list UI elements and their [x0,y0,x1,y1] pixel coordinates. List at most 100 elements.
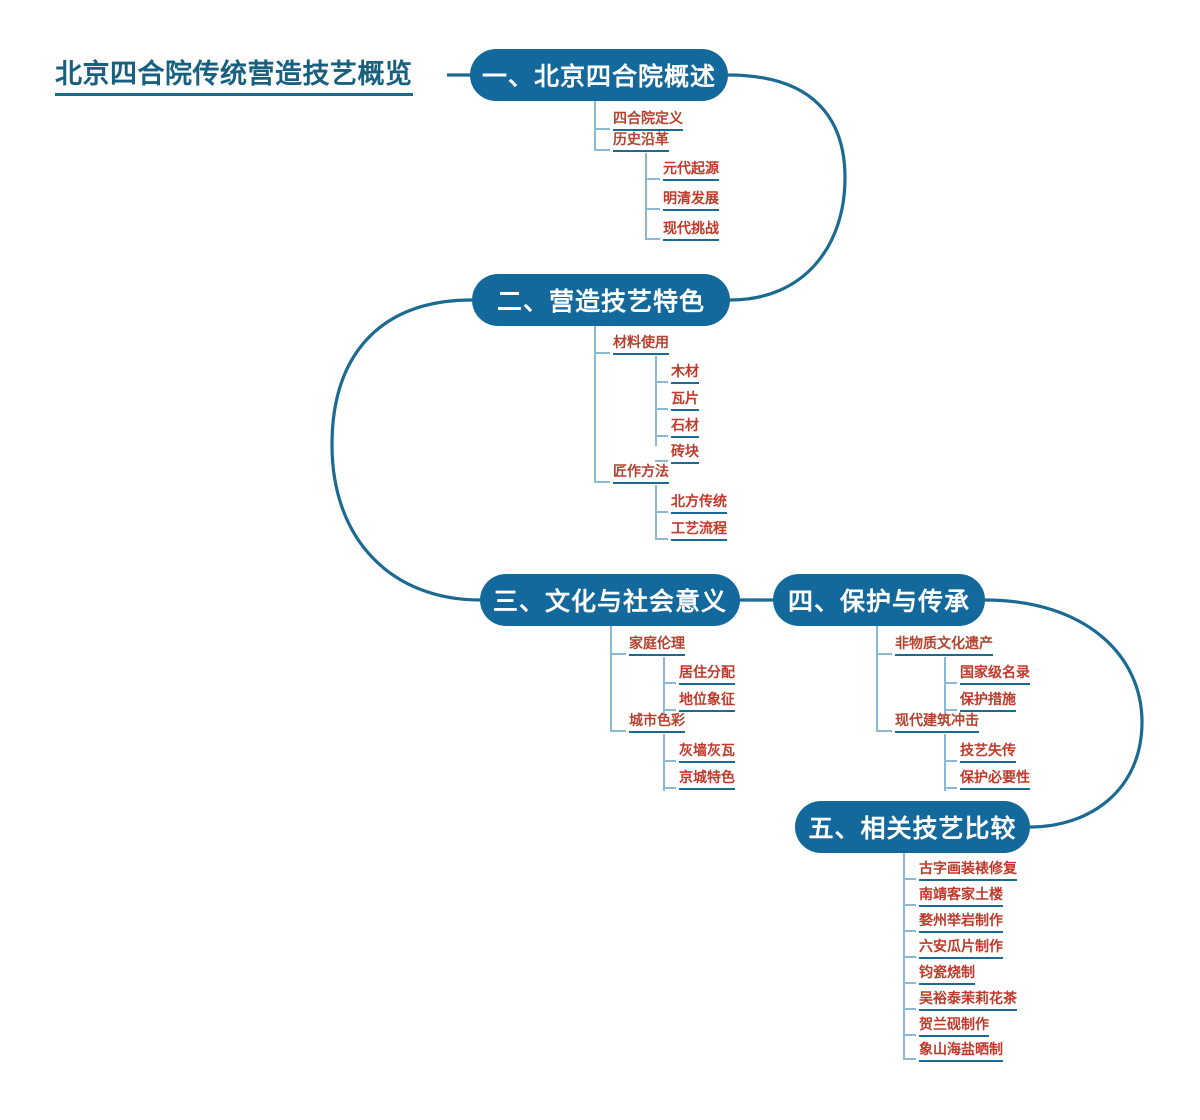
node-灰墙灰瓦[interactable]: 灰墙灰瓦 [676,743,738,765]
elbow-hs-2 [645,208,660,210]
node-underline [613,353,669,355]
node-六安瓜片制作[interactable]: 六安瓜片制作 [916,939,1006,961]
node-北方传统[interactable]: 北方传统 [668,494,730,516]
node-underline [679,683,735,685]
node-underline [919,879,1017,881]
node-吴裕泰茉莉花茶[interactable]: 吴裕泰茉莉花茶 [916,991,1020,1013]
node-label: 砖块 [671,444,699,460]
node-label: 地位象征 [679,692,735,708]
node-石材[interactable]: 石材 [668,418,702,440]
node-现代挑战[interactable]: 现代挑战 [660,221,722,243]
elbow-b5-4 [903,956,916,958]
node-label: 历史沿革 [613,132,669,148]
node-underline [919,1060,1003,1062]
node-工艺流程[interactable]: 工艺流程 [668,521,730,543]
node-underline [919,931,1003,933]
node-label: 六安瓜片制作 [919,939,1003,955]
branch-node-3[interactable]: 三、文化与社会意义 [480,574,740,626]
elbow-b1-c1 [594,128,610,130]
node-象山海盐晒制[interactable]: 象山海盐晒制 [916,1042,1006,1064]
node-underline [895,731,979,733]
node-label: 南靖客家土楼 [919,887,1003,903]
node-古字画装裱修复[interactable]: 古字画装裱修复 [916,861,1020,883]
node-label: 工艺流程 [671,521,727,537]
node-underline [919,905,1003,907]
node-技艺失传[interactable]: 技艺失传 [957,743,1019,765]
node-历史沿革[interactable]: 历史沿革 [610,132,672,154]
branch-node-4[interactable]: 四、保护与传承 [773,574,985,626]
node-现代建筑冲击[interactable]: 现代建筑冲击 [892,713,982,735]
elbow-b2-c1 [594,352,610,354]
arc-branch1-branch2 [727,73,847,302]
node-underline [895,654,993,656]
node-明清发展[interactable]: 明清发展 [660,191,722,213]
node-瓦片[interactable]: 瓦片 [668,391,702,413]
node-label: 四合院定义 [613,111,683,127]
node-砖块[interactable]: 砖块 [668,444,702,466]
elbow-b4-c2 [876,730,892,732]
spine-branch-5 [903,853,905,1058]
elbow-cs-2 [663,787,676,789]
node-南靖客家土楼[interactable]: 南靖客家土楼 [916,887,1006,909]
node-label: 木材 [671,364,699,380]
branch-node-5[interactable]: 五、相关技艺比较 [795,801,1030,853]
elbow-b3-c1 [610,653,626,655]
node-婺州举岩制作[interactable]: 婺州举岩制作 [916,913,1006,935]
node-underline [679,788,735,790]
node-四合院定义[interactable]: 四合院定义 [610,111,686,133]
spine-branch-1 [594,101,596,149]
node-保护措施[interactable]: 保护措施 [957,692,1019,714]
node-underline [919,1009,1017,1011]
arc-branch2-branch3 [330,298,481,602]
root-title[interactable]: 北京四合院传统营造技艺概览 [55,52,413,96]
node-材料使用[interactable]: 材料使用 [610,335,672,357]
elbow-b3-c2 [610,730,626,732]
node-label: 非物质文化遗产 [895,636,993,652]
node-underline [663,179,719,181]
node-underline [671,512,727,514]
elbow-b5-5 [903,982,916,984]
node-钧瓷烧制[interactable]: 钧瓷烧制 [916,965,978,987]
node-label: 保护措施 [960,692,1016,708]
node-京城特色[interactable]: 京城特色 [676,770,738,792]
elbow-b1-c2 [594,149,610,151]
node-家庭伦理[interactable]: 家庭伦理 [626,636,688,658]
elbow-b5-8 [903,1058,916,1060]
node-underline [679,710,735,712]
node-地位象征[interactable]: 地位象征 [676,692,738,714]
branch-node-2[interactable]: 二、营造技艺特色 [472,274,730,326]
node-国家级名录[interactable]: 国家级名录 [957,665,1033,687]
node-匠作方法[interactable]: 匠作方法 [610,464,672,486]
elbow-cl-2 [655,408,668,410]
node-木材[interactable]: 木材 [668,364,702,386]
node-underline [671,382,699,384]
elbow-cl-1 [655,381,668,383]
elbow-b5-6 [903,1008,916,1010]
node-underline [960,761,1016,763]
elbow-b5-2 [903,904,916,906]
node-label: 居住分配 [679,665,735,681]
node-underline [679,761,735,763]
node-label: 吴裕泰茉莉花茶 [919,991,1017,1007]
node-underline [663,239,719,241]
elbow-jt-1 [663,682,676,684]
elbow-fw-1 [944,682,957,684]
node-label: 家庭伦理 [629,636,685,652]
branch-node-1[interactable]: 一、北京四合院概述 [470,49,728,101]
node-underline [663,209,719,211]
elbow-hs-3 [645,238,660,240]
node-居住分配[interactable]: 居住分配 [676,665,738,687]
elbow-xd-1 [944,760,957,762]
node-贺兰砚制作[interactable]: 贺兰砚制作 [916,1017,992,1039]
elbow-b5-7 [903,1034,916,1036]
node-label: 古字画装裱修复 [919,861,1017,877]
node-underline [629,731,685,733]
node-label: 京城特色 [679,770,735,786]
node-underline [671,539,727,541]
elbow-cs-1 [663,760,676,762]
node-城市色彩[interactable]: 城市色彩 [626,713,688,735]
node-非物质文化遗产[interactable]: 非物质文化遗产 [892,636,996,658]
spine-branch-3 [610,626,612,730]
node-元代起源[interactable]: 元代起源 [660,161,722,183]
node-保护必要性[interactable]: 保护必要性 [957,770,1033,792]
